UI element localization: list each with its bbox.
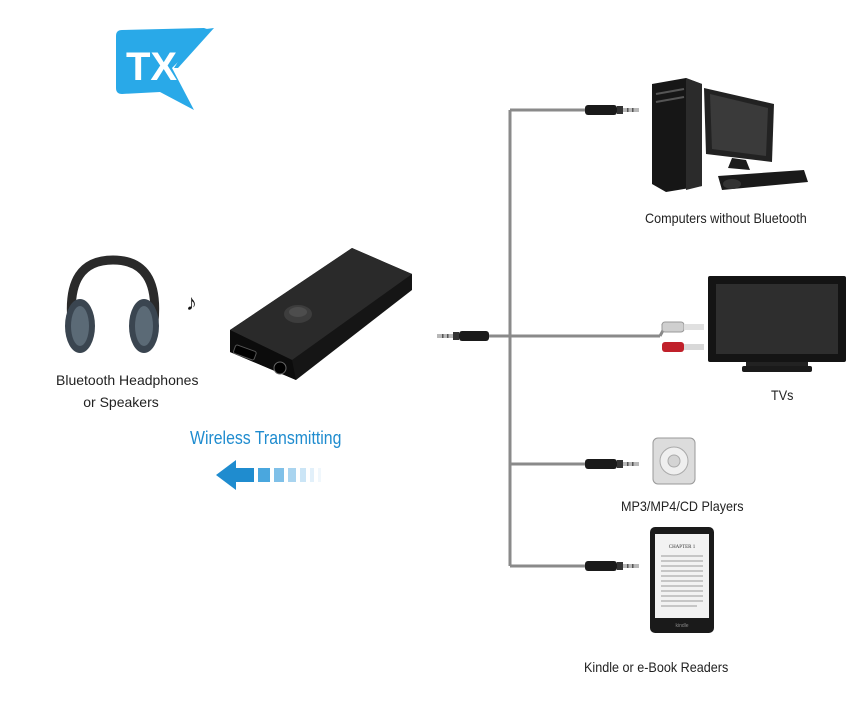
mp3-player-icon	[651, 436, 697, 486]
headphones-icon	[58, 252, 168, 362]
headphones-label-line2: or Speakers	[83, 394, 159, 410]
tx-logo-text: TX	[126, 45, 177, 89]
desktop-computer-icon	[646, 74, 814, 196]
rca-plugs	[661, 321, 704, 352]
ereader-chapter-text: CHAPTER 1	[669, 545, 696, 550]
left-arrow-icon	[214, 458, 326, 492]
jack-plug-computer	[585, 105, 639, 115]
headphones-label-line1: Bluetooth Headphones	[56, 372, 199, 388]
ereader-icon: CHAPTER 1 kindle	[649, 526, 715, 634]
wireless-transmitting-label: Wireless Transmitting	[190, 428, 342, 448]
ereader-brand-text: kindle	[675, 623, 688, 629]
device-label-ereader: Kindle or e-Book Readers	[584, 659, 729, 675]
device-label-mp3: MP3/MP4/CD Players	[621, 498, 744, 514]
tx-logo: TX	[112, 24, 218, 112]
jack-plug-transmitter	[437, 331, 489, 341]
jack-plug-mp3	[585, 459, 639, 469]
tv-icon	[706, 274, 848, 376]
jack-plug-ereader	[585, 561, 639, 571]
bluetooth-transmitter-device	[222, 244, 418, 388]
device-label-tv: TVs	[771, 387, 794, 403]
music-note-icon: ♪	[186, 290, 197, 315]
device-label-computer: Computers without Bluetooth	[645, 210, 807, 226]
